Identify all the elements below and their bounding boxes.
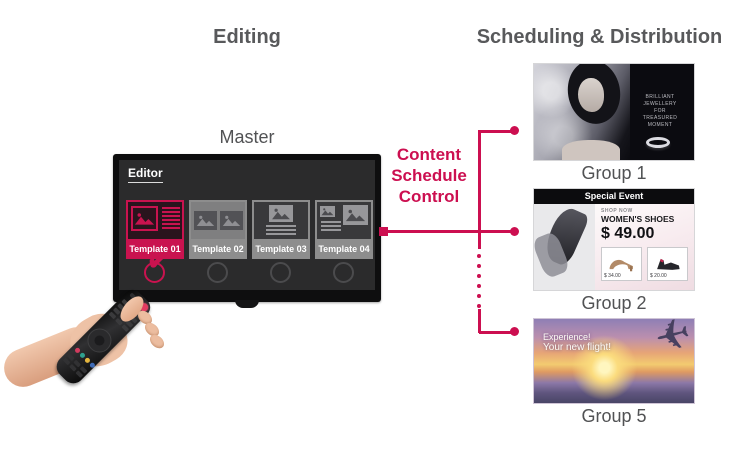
product-card: $ 20.00: [647, 247, 688, 281]
ad-copy: Brilliant Jewellery for Treasured Moment: [630, 94, 690, 129]
group2-ad-shoes: Special Event SHOP NOW WOMEN'S SHOES $ 4…: [533, 188, 695, 291]
template-label: Template 04: [318, 244, 370, 254]
ad-copy: Experience! Your new flight!: [543, 332, 611, 353]
template-card-02[interactable]: Template 02: [189, 200, 247, 259]
model-portrait: [534, 64, 630, 160]
flow-label: Content Schedule Control: [391, 145, 467, 206]
hand-with-remote: [0, 286, 183, 393]
ad-copy-line: for: [654, 108, 666, 114]
tv-stand: [235, 300, 259, 308]
template-02-thumbnail: [191, 202, 245, 239]
radio-template-01[interactable]: [144, 262, 165, 283]
check-icon: ✔: [145, 244, 172, 278]
ad-copy-line: Brilliant Jewellery: [643, 94, 677, 107]
face-shape: [578, 78, 604, 112]
ad-price: $ 49.00: [601, 225, 655, 242]
scheduling-header: Scheduling & Distribution: [476, 26, 723, 48]
shoes-artwork: [534, 204, 595, 290]
heel-shoe-icon: [656, 258, 680, 270]
template-04-thumbnail: [317, 202, 371, 239]
ad-banner: Special Event: [534, 189, 694, 204]
group5-label: Group 5: [581, 406, 647, 426]
connector-dotted-trunk: [477, 254, 481, 308]
text-lines-icon: [321, 221, 341, 233]
pump-shoe-icon: [609, 259, 633, 272]
template-label: Template 03: [255, 244, 307, 254]
master-label: Master: [219, 127, 275, 147]
template-01-thumbnail: [128, 202, 182, 239]
template-card-03[interactable]: Template 03: [252, 200, 310, 259]
group1-label: Group 1: [581, 163, 647, 183]
image-placeholder-icon: [269, 205, 293, 222]
template-card-01[interactable]: Template 01: [126, 200, 184, 259]
ad-copy-line: Your new flight!: [543, 342, 612, 353]
text-lines-icon: [266, 225, 296, 237]
ad-title: WOMEN'S SHOES: [601, 214, 675, 224]
radio-template-04[interactable]: [333, 262, 354, 283]
template-label: Template 01: [129, 244, 181, 254]
ring-icon: [646, 137, 670, 148]
ad-copy-line: Treasured Moment: [642, 115, 678, 128]
editing-header: Editing: [213, 26, 281, 48]
radio-template-03[interactable]: [270, 262, 291, 283]
template-label: Template 02: [192, 244, 244, 254]
editor-screen: Editor Template 01: [119, 160, 375, 290]
image-placeholder-icon: [193, 211, 217, 230]
connector-dot-group1: [510, 126, 519, 135]
template-list: Template 01 Template 02: [126, 200, 373, 259]
ad-text-panel: SHOP NOW WOMEN'S SHOES $ 49.00 $ 34.00: [595, 204, 694, 290]
template-radio-row: [144, 262, 354, 283]
group1-ad-jewellery: Brilliant Jewellery for Treasured Moment: [533, 63, 695, 161]
group5-ad-flight: ✈ Experience! Your new flight!: [533, 318, 695, 404]
connector-square-endpoint: [379, 227, 388, 236]
ad-body: SHOP NOW WOMEN'S SHOES $ 49.00 $ 34.00: [534, 204, 694, 290]
shop-now-text: SHOP NOW: [601, 208, 633, 214]
airplane-icon: ✈: [649, 318, 695, 363]
connector-line-top: [479, 130, 513, 133]
connector-dot-group2: [510, 227, 519, 236]
product-price: $ 20.00: [650, 273, 667, 279]
image-placeholder-icon: [343, 205, 368, 225]
connector-line-bottom: [479, 331, 513, 334]
image-placeholder-icon: [131, 206, 158, 231]
template-card-04[interactable]: Template 04: [315, 200, 373, 259]
text-lines-icon: [162, 207, 180, 231]
template-03-thumbnail: [254, 202, 308, 239]
connector-trunk-top: [478, 130, 481, 249]
product-price: $ 34.00: [604, 273, 621, 279]
connector-dot-group5: [510, 327, 519, 336]
image-placeholder-icon: [320, 206, 335, 217]
master-display: Editor Template 01: [113, 154, 381, 308]
editor-title: Editor: [128, 166, 163, 183]
product-card: $ 34.00: [601, 247, 642, 281]
shoulder-shape: [562, 140, 620, 160]
connector-line-middle: [384, 230, 515, 233]
image-placeholder-icon: [219, 211, 243, 230]
ad-copy-line: Experience!: [543, 332, 591, 342]
product-row: $ 34.00 $ 20.00: [601, 247, 688, 281]
radio-template-02[interactable]: [207, 262, 228, 283]
connector-trunk-bottom: [478, 309, 481, 333]
group2-label: Group 2: [581, 293, 647, 313]
